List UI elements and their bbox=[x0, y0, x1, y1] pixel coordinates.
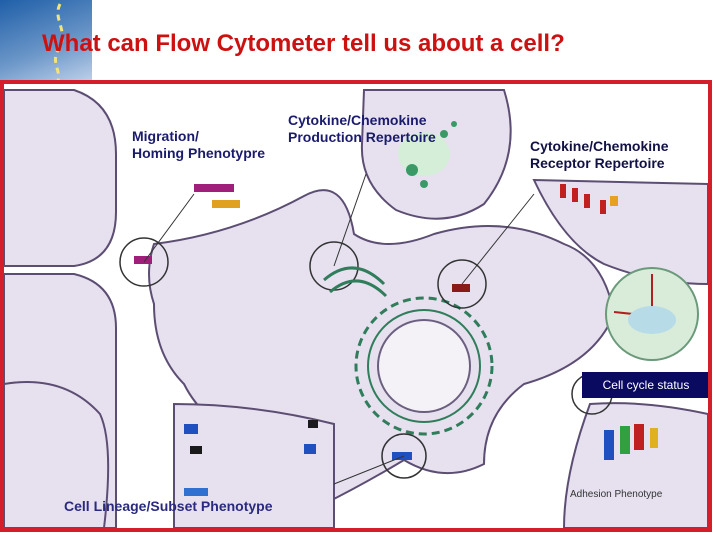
corner-logo-graphic bbox=[0, 0, 92, 88]
nucleus-ring-outer bbox=[354, 296, 494, 436]
label-receptor-repertoire: Cytokine/Chemokine Receptor Repertoire bbox=[530, 138, 669, 171]
adhesion-cell bbox=[562, 402, 708, 528]
cell-diagram-illustration bbox=[4, 89, 708, 528]
magnifier-receptor bbox=[437, 259, 487, 309]
diagram-frame: Migration/ Homing Phenotypre Cytokine/Ch… bbox=[0, 80, 712, 532]
label-cytokine-production: Cytokine/Chemokine Production Repertoire bbox=[288, 112, 436, 145]
magnifier-lineage bbox=[381, 433, 427, 479]
slide-header: What can Flow Cytometer tell us about a … bbox=[0, 0, 720, 88]
label-migration-homing: Migration/ Homing Phenotypre bbox=[132, 128, 266, 161]
label-cell-lineage: Cell Lineage/Subset Phenotype bbox=[64, 498, 273, 514]
label-adhesion-phenotype: Adhesion Phenotype bbox=[570, 489, 663, 500]
receptor-cell bbox=[532, 178, 708, 286]
magnifier-migration bbox=[119, 237, 169, 287]
slide-title: What can Flow Cytometer tell us about a … bbox=[42, 30, 565, 57]
lineage-cell bbox=[173, 402, 335, 528]
left-cell-top bbox=[4, 89, 117, 267]
nucleus bbox=[377, 319, 471, 413]
nucleus-ring-mid bbox=[367, 309, 481, 423]
left-cell-bottom bbox=[4, 273, 117, 528]
label-cell-cycle-status: Cell cycle status bbox=[582, 372, 708, 398]
left-cell-tail bbox=[4, 381, 110, 528]
